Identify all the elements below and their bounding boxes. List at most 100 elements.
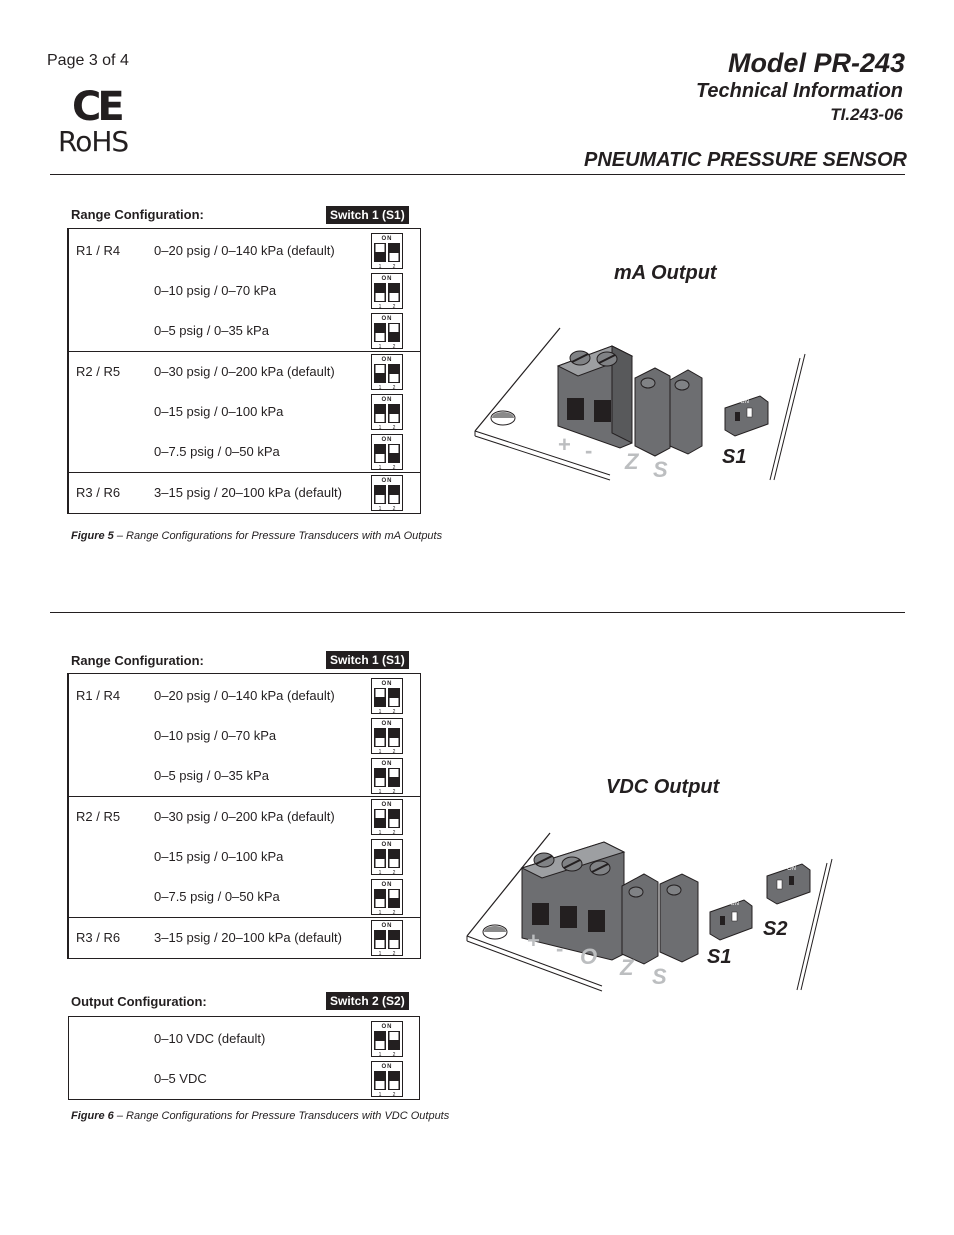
vdc-terminal-o: O (580, 944, 598, 969)
dip-on-label: ON (382, 882, 393, 888)
dip-switch-lever-2 (388, 1071, 400, 1090)
dip-switch-lever-2 (388, 243, 400, 262)
dip-position-number: 2 (393, 506, 396, 511)
fig6-caption-text: – Range Configurations for Pressure Tran… (113, 1110, 450, 1122)
fig5-range-label: Range Configuration: (71, 207, 204, 222)
dip-switch-lever-1 (374, 1071, 386, 1090)
rohs-logo: RoHS (58, 125, 129, 158)
dip-position-number: 1 (379, 951, 382, 956)
dip-switch-lever-2 (388, 889, 400, 908)
dip-switch-lever-2 (388, 688, 400, 707)
vdc-output-title: VDC Output (606, 776, 720, 798)
dip-switch-lever-2 (388, 404, 400, 423)
dip-position-number: 2 (393, 910, 396, 915)
range-value: 0–5 psig / 0–35 kPa (154, 768, 269, 783)
dip-switch-icon: ON 1 2 (371, 354, 403, 390)
dip-switch-lever-1 (374, 364, 386, 383)
vdc-dip-switch-s2 (766, 863, 811, 905)
dip-switch-lever-2 (388, 1031, 400, 1050)
dip-position-number: 1 (379, 830, 382, 835)
dip-position-number: 2 (393, 465, 396, 470)
fig5-caption-number: Figure 5 (71, 530, 114, 542)
dip-on-label: ON (382, 236, 393, 242)
dip-switch-icon: ON 1 2 (371, 879, 403, 915)
dip-position-number: 2 (393, 344, 396, 349)
range-value: 3–15 psig / 20–100 kPa (default) (154, 930, 342, 945)
fig6-output-switch-tag: Switch 2 (S2) (326, 992, 409, 1010)
ma-dip-on-text: ON (740, 399, 749, 405)
vdc-switch-s1-label: S1 (707, 946, 732, 968)
vdc-terminal-z: Z (620, 955, 634, 980)
dip-on-label: ON (382, 276, 393, 282)
dip-switch-lever-1 (374, 889, 386, 908)
table-row: R3 / R6 3–15 psig / 20–100 kPa (default) O… (69, 918, 420, 958)
ma-board (474, 327, 806, 481)
document-number: TI.243-06 (830, 105, 903, 124)
dip-on-label: ON (382, 357, 393, 363)
dip-position-number: 1 (379, 264, 382, 269)
dip-on-label: ON (382, 397, 393, 403)
dip-position-number: 1 (379, 344, 382, 349)
ma-output-board-diagram (474, 327, 806, 481)
dip-position-number: 2 (393, 304, 396, 309)
model-title: Model PR-243 (727, 48, 905, 78)
range-value: 0–30 psig / 0–200 kPa (default) (154, 809, 335, 824)
dip-position-number: 1 (379, 1092, 382, 1097)
dip-switch-lever-1 (374, 444, 386, 463)
ma-terminal-minus: - (585, 438, 593, 463)
vdc-output-board-diagram (466, 832, 833, 992)
dip-on-label: ON (382, 721, 393, 727)
dip-position-number: 1 (379, 385, 382, 390)
dip-position-number: 2 (393, 385, 396, 390)
dip-on-label: ON (382, 923, 393, 929)
ma-terminal-block (556, 345, 703, 457)
dip-position-number: 2 (393, 951, 396, 956)
range-value: 0–5 psig / 0–35 kPa (154, 323, 269, 338)
dip-position-number: 1 (379, 304, 382, 309)
range-group-1: R1 / R4 0–20 psig / 0–140 kPa (default) ON… (69, 674, 420, 797)
dip-switch-lever-1 (374, 1031, 386, 1050)
range-value: 0–10 psig / 0–70 kPa (154, 728, 277, 743)
ma-terminal-z: Z (625, 449, 639, 474)
range-value: 0–15 psig / 0–100 kPa (154, 404, 284, 419)
dip-switch-lever-2 (388, 444, 400, 463)
range-group-label: R1 / R4 (76, 688, 121, 703)
ma-terminal-s: S (653, 457, 668, 482)
dip-on-label: ON (382, 478, 393, 484)
dip-position-number: 1 (379, 870, 382, 875)
vdc-terminal-plus: + (527, 928, 540, 953)
vdc-terminal-block (520, 841, 699, 965)
vdc-dip-s2-on-text: ON (787, 866, 796, 872)
fig5-switch-tag: Switch 1 (S1) (326, 206, 409, 224)
dip-switch-lever-1 (374, 809, 386, 828)
vdc-terminal-s: S (652, 964, 667, 989)
ce-mark-logo: CE (72, 84, 125, 130)
document-subtitle: Technical Information (695, 80, 903, 102)
range-value: 0–30 psig / 0–200 kPa (default) (154, 364, 335, 379)
range-group-label: R3 / R6 (76, 930, 121, 945)
dip-position-number: 2 (393, 830, 396, 835)
dip-switch-lever-1 (374, 404, 386, 423)
range-value: 0–20 psig / 0–140 kPa (default) (154, 688, 335, 703)
dip-position-number: 1 (379, 910, 382, 915)
range-value: 0–7.5 psig / 0–50 kPa (154, 889, 280, 904)
dip-on-label: ON (382, 842, 393, 848)
ma-switch-s1-label: S1 (722, 446, 747, 468)
